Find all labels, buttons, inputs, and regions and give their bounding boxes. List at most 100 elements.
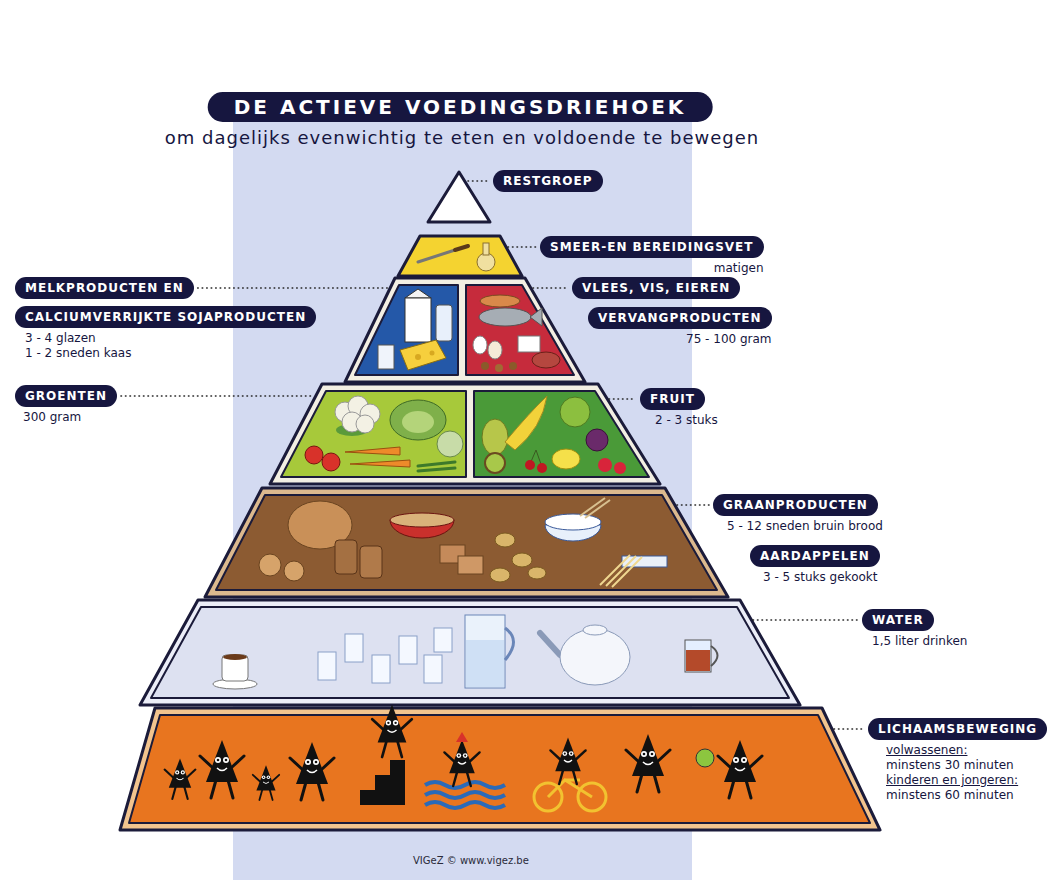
water-illustration-part	[686, 650, 710, 671]
meat-illustration-part	[488, 341, 502, 359]
grain-band	[205, 488, 728, 597]
pyramid-bands	[120, 172, 880, 830]
food-group-callout: SMEER-EN BEREIDINGSVET matigen	[540, 236, 764, 276]
vegetable-illustration-part	[418, 468, 455, 471]
leader-line	[677, 504, 709, 506]
group-heading: SMEER-EN BEREIDINGSVET	[540, 236, 764, 258]
water-illustration-part	[711, 646, 718, 666]
water-illustration-part	[465, 615, 505, 688]
leader-line	[834, 728, 864, 730]
activity-illustration-part	[718, 740, 762, 798]
fruit-illustration-part	[537, 463, 547, 473]
serving-note: minstens 30 minuten	[886, 758, 1014, 773]
group-heading: CALCIUMVERRIJKTE SOJAPRODUCTEN	[15, 306, 316, 328]
serving-note: 2 - 3 stuks	[655, 413, 718, 428]
food-group-callout: VLEES, VIS, EIEREN	[572, 277, 740, 299]
activity-illustration-part	[626, 734, 670, 792]
group-heading: WATER	[862, 609, 934, 631]
group-heading: FRUIT	[640, 388, 705, 410]
serving-note: 5 - 12 sneden bruin brood	[727, 519, 883, 534]
serving-note: 1 - 2 sneden kaas	[25, 346, 131, 361]
grain-illustration	[259, 498, 667, 587]
water-illustration-part	[223, 654, 247, 660]
vegetable-illustration-part	[390, 400, 446, 440]
food-group-callout: MELKPRODUCTEN EN	[15, 277, 194, 299]
vegetable-illustration-part	[322, 453, 340, 471]
water-illustration-part	[685, 640, 711, 672]
fat-band	[398, 236, 522, 276]
food-group-callout: GRAANPRODUCTEN5 - 12 sneden bruin brood	[713, 494, 883, 534]
copyright-note: VIGeZ © www.vigez.be	[413, 855, 529, 867]
grain-illustration-part	[335, 540, 357, 574]
vegetable-illustration-part	[402, 411, 434, 433]
grain-illustration-part	[600, 555, 630, 585]
grain-illustration-part	[390, 513, 454, 527]
dairy-illustration-part	[415, 354, 421, 360]
grain-illustration-part	[585, 500, 610, 518]
serving-note: 300 gram	[23, 410, 81, 425]
meat-illustration	[473, 295, 560, 372]
group-heading: MELKPRODUCTEN EN	[15, 277, 194, 299]
fruit-illustration-part	[485, 453, 505, 473]
serving-note: volwassenen:	[886, 743, 967, 758]
fruit-illustration-part	[505, 396, 547, 450]
dairy-illustration-part	[430, 351, 435, 356]
group-heading: VERVANGPRODUCTEN	[588, 307, 772, 329]
food-group-callout: RESTGROEP	[493, 170, 603, 192]
fruit-panel	[474, 391, 649, 477]
meat-illustration-part	[518, 336, 540, 352]
fruit-illustration-part	[586, 429, 608, 451]
meat-illustration-part	[481, 362, 489, 370]
activity-illustration-part	[200, 740, 244, 798]
water-illustration-part	[372, 655, 390, 683]
water-illustration-part	[399, 636, 417, 664]
vegetable-illustration	[305, 396, 463, 471]
activity-illustration-part	[253, 765, 279, 800]
grain-illustration-part	[458, 556, 483, 574]
veg-fruit-band	[270, 384, 660, 484]
leader-line	[468, 180, 489, 182]
leader-line	[533, 287, 568, 289]
dairy-illustration-part	[405, 298, 431, 342]
food-group-callout: GROENTEN300 gram	[15, 385, 117, 425]
leader-line	[609, 398, 636, 400]
serving-note: 3 - 4 glazen	[25, 331, 96, 346]
meat-illustration-part	[473, 336, 487, 354]
dairy-panel	[355, 285, 458, 375]
subtitle: om dagelijks evenwichtig te eten en vold…	[165, 127, 759, 149]
group-heading: AARDAPPELEN	[750, 545, 880, 567]
grain-illustration-part	[259, 554, 281, 576]
group-heading: RESTGROEP	[493, 170, 603, 192]
dairy-illustration-part	[378, 345, 394, 369]
fat-illustration-part	[455, 246, 468, 250]
serving-note: matigen	[714, 261, 764, 276]
leader-line	[508, 246, 536, 248]
activity-illustration-part	[425, 802, 505, 808]
activity-illustration-part	[360, 760, 405, 805]
vegetable-illustration-part	[418, 462, 455, 466]
food-group-callout: CALCIUMVERRIJKTE SOJAPRODUCTEN 3 - 4 glaz…	[15, 306, 316, 361]
dairy-illustration-part	[405, 289, 431, 298]
food-group-callout: VERVANGPRODUCTEN 75 - 100 gram	[588, 307, 772, 347]
food-group-callout: FRUIT 2 - 3 stuks	[640, 388, 718, 428]
serving-note: 75 - 100 gram	[686, 332, 772, 347]
grain-panel	[216, 495, 717, 590]
activity-illustration-part	[425, 792, 505, 798]
fruit-illustration-part	[525, 460, 535, 470]
meat-panel	[466, 285, 574, 375]
activity-illustration-part	[290, 742, 334, 800]
fat-illustration-part	[483, 243, 489, 255]
water-illustration-part	[583, 625, 607, 635]
vegetable-illustration-part	[350, 460, 410, 467]
serving-note: minstens 60 minuten	[886, 788, 1014, 803]
meat-illustration-part	[509, 362, 517, 370]
group-heading: LICHAAMSBEWEGING	[868, 718, 1047, 740]
fat-illustration	[418, 243, 495, 271]
water-illustration	[213, 615, 718, 689]
water-illustration-part	[318, 652, 336, 680]
water-illustration-part	[434, 628, 452, 652]
activity-illustration-part	[372, 705, 412, 757]
water-panel	[151, 607, 789, 698]
food-group-callout: AARDAPPELEN3 - 5 stuks gekookt	[750, 545, 880, 585]
